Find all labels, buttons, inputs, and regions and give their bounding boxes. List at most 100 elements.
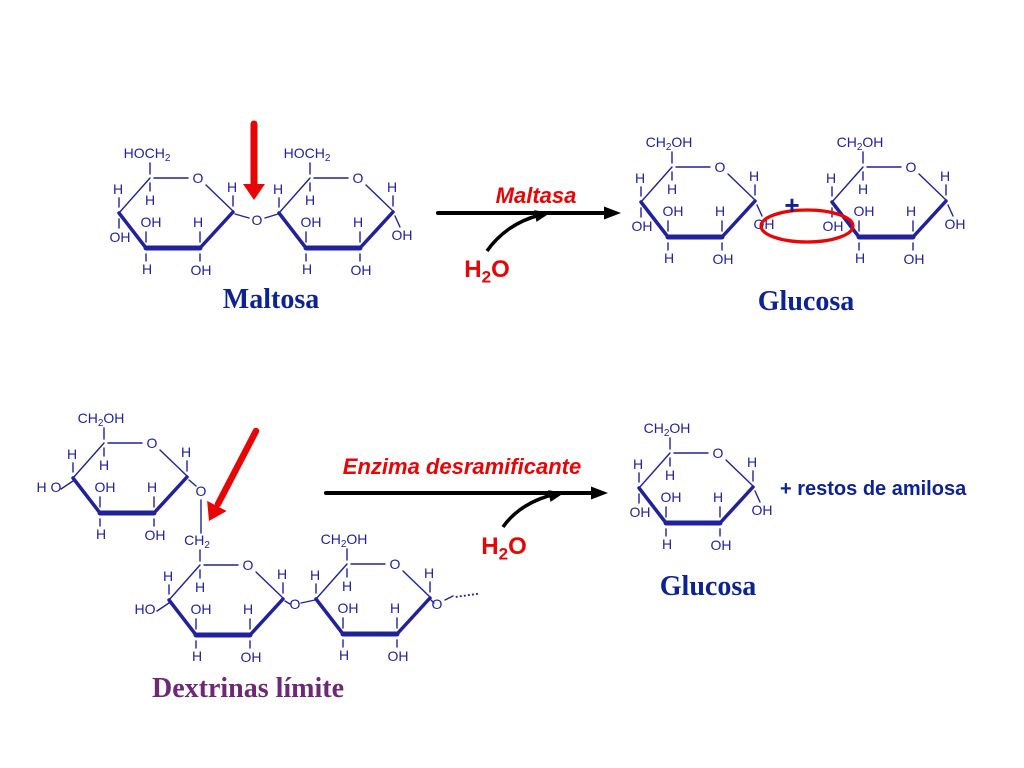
plus-sign: + <box>784 190 799 220</box>
atom-label-h: H <box>339 647 349 663</box>
atom-label-oh: OH <box>752 502 773 518</box>
atom-label-oh: OH <box>754 216 775 232</box>
bond-line <box>911 199 948 239</box>
atom-label-h: H <box>662 536 672 552</box>
atom-label-oh: OH <box>145 527 166 543</box>
arrow-head <box>243 184 265 200</box>
h2o-arrow-bottom <box>501 490 564 529</box>
atom-label-h: H <box>147 479 157 495</box>
atom-label-h: H <box>113 181 123 197</box>
c6-group-label: CH2OH <box>321 531 368 550</box>
atom-label-h: H <box>826 170 836 186</box>
atom-label-oh: OH <box>351 262 372 278</box>
atom-label-h: H <box>227 179 237 195</box>
h2o-curve <box>485 213 541 253</box>
ring-oxygen-label: O <box>353 170 364 186</box>
dextrin-branch-bond: O <box>188 479 207 534</box>
c6-group-label: CH2 <box>184 532 210 551</box>
bond-line <box>718 485 755 525</box>
bond-line <box>118 177 151 214</box>
atom-label-h: H <box>353 214 363 230</box>
bond-line <box>60 480 74 490</box>
bond-line <box>444 595 454 601</box>
atom-label-h: H <box>940 168 950 184</box>
atom-label-oh: OH <box>632 218 653 234</box>
atom-label-h: H <box>96 526 106 542</box>
h2o-text-top: H2O <box>464 256 509 286</box>
atom-label-h: H <box>424 565 434 581</box>
arrow-head <box>534 210 550 222</box>
atom-label-oh: OH <box>630 504 651 520</box>
atom-label-oh: OH <box>141 214 162 230</box>
bond-line <box>234 213 250 219</box>
reaction-arrow-bottom <box>324 486 608 500</box>
bond-line <box>756 204 763 217</box>
atom-label-oh: OH <box>823 218 844 234</box>
c6-group-label: HOCH2 <box>284 145 331 164</box>
atom-label-oh: OH <box>110 229 131 245</box>
c6-group-label: HOCH2 <box>124 145 171 164</box>
bond-line <box>395 596 432 636</box>
bond-line <box>314 597 345 636</box>
atom-label-h: H <box>633 456 643 472</box>
bond-line <box>168 564 201 601</box>
bond-line <box>754 490 761 503</box>
atom-label-oh: OH <box>388 648 409 664</box>
dextrinas-limite-title: Dextrinas límite <box>151 673 345 704</box>
bond-line <box>167 598 198 637</box>
arrow-head <box>604 206 621 220</box>
branch-oxygen-label: O <box>196 483 207 499</box>
arrow-head <box>591 486 608 500</box>
atom-label-h: H <box>181 444 191 460</box>
dextrin-ring-lower-right: OCH2OHHHOHHHOHHO...... <box>310 531 480 664</box>
h2o-arrow-top <box>485 210 550 253</box>
atom-label-oh: OH <box>713 251 734 267</box>
atom-label-h: H <box>145 192 155 208</box>
bond-line <box>152 475 189 515</box>
maltose-glycosidic-bond: O <box>234 212 279 228</box>
dextrin-chain-bond: O <box>284 596 316 612</box>
bond-line <box>248 597 285 637</box>
c6-group-label: CH2OH <box>646 134 693 153</box>
bond-line <box>214 427 260 508</box>
atom-label-h: H <box>713 489 723 505</box>
bond-line <box>727 173 756 201</box>
atom-label-h: H <box>387 179 397 195</box>
bond-line <box>188 479 197 487</box>
chain-oxygen-label: O <box>432 596 443 612</box>
glucosa-title-top: Glucosa <box>757 286 855 317</box>
h2o-label-bottom: H2O <box>481 533 526 563</box>
atom-label-h: H <box>277 566 287 582</box>
bond-line <box>72 442 105 479</box>
atom-label-oh: OH <box>95 479 116 495</box>
atom-label-h: H <box>749 168 759 184</box>
arrow-head <box>548 490 564 502</box>
atom-label-oh: OH <box>392 227 413 243</box>
bond-line <box>284 600 291 605</box>
atom-label-h: H <box>715 203 725 219</box>
atom-label-h: H <box>390 600 400 616</box>
bond-line <box>639 200 670 239</box>
atom-label-h: H <box>67 446 77 462</box>
atom-label-h: H <box>195 579 205 595</box>
bond-line <box>117 211 148 250</box>
atom-label-h: H <box>858 181 868 197</box>
h2o-curve <box>501 492 557 529</box>
bond-line <box>365 184 394 212</box>
atom-label-oh: OH <box>663 203 684 219</box>
atom-label-oh: OH <box>191 601 212 617</box>
atom-label-h: H <box>342 578 352 594</box>
bond-line <box>315 563 348 600</box>
atom-label-h: H <box>310 567 320 583</box>
bond-line <box>358 210 395 250</box>
bond-line <box>720 199 757 239</box>
atom-label-h: H <box>906 203 916 219</box>
h2o-text-bottom: H2O <box>481 533 526 563</box>
